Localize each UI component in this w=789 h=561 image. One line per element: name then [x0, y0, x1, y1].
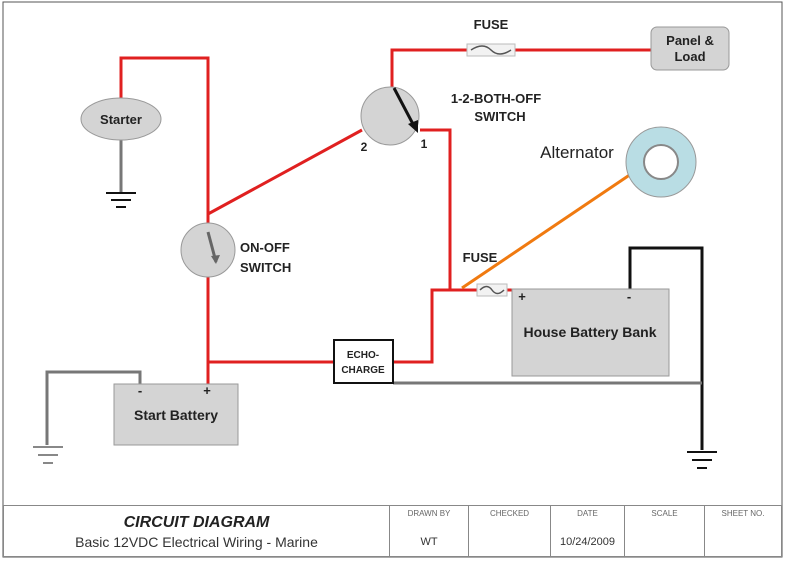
house-plus-label: +: [518, 289, 526, 304]
date-cell: DATE 10/24/2009: [551, 506, 625, 556]
fuse-top-label: FUSE: [474, 17, 509, 32]
start-battery-label: Start Battery: [134, 407, 218, 423]
fuse-icon: [466, 43, 516, 57]
date-value: 10/24/2009: [559, 536, 616, 548]
on-off-label-1: ON-OFF: [240, 240, 290, 255]
panel-load-label-1: Panel &: [666, 33, 714, 48]
scale-header: SCALE: [651, 509, 678, 518]
house-minus-label: -: [627, 289, 631, 304]
terminal-1-label: 1: [421, 137, 428, 151]
selector-label-2: SWITCH: [474, 109, 525, 124]
selector-switch: [360, 86, 420, 146]
switch1-wire: [420, 128, 452, 290]
drawn-by-cell: DRAWN BY WT: [390, 506, 469, 556]
fuse-icon: [476, 283, 508, 297]
alternator-core: [643, 144, 679, 180]
checked-header: CHECKED: [489, 509, 530, 518]
selector-switch-lever: [392, 87, 416, 127]
ground-icon: [687, 451, 717, 469]
selector-to-fuse-wire: [390, 48, 468, 92]
echo-to-house-wire: [393, 288, 478, 364]
ground-icon: [33, 446, 63, 464]
echo-charge-box: [333, 339, 394, 384]
fuse-house-label: FUSE: [463, 250, 498, 265]
on-off-label-2: SWITCH: [240, 260, 291, 275]
drawn-by-value: WT: [420, 536, 438, 548]
house-battery-box: [511, 288, 670, 377]
start-plus-label: +: [203, 383, 211, 398]
alternator-label: Alternator: [540, 143, 614, 162]
drawn-by-header: DRAWN BY: [407, 509, 451, 518]
diagram-subtitle: Basic 12VDC Electrical Wiring - Marine: [75, 534, 318, 550]
selector-label-1: 1-2-BOTH-OFF: [451, 91, 541, 106]
start-minus-label: -: [138, 383, 142, 398]
switch2-wire: [207, 128, 363, 216]
on-off-switch: [180, 222, 236, 278]
echo-charge-label-2: CHARGE: [341, 365, 385, 376]
starter-oval: [80, 97, 162, 141]
alternator-wire: [461, 170, 635, 290]
start-battery-ground-wire: [45, 370, 142, 445]
ground-icon: [106, 192, 136, 208]
scale-cell: SCALE: [625, 506, 705, 556]
sheet-no-cell: SHEET NO.: [705, 506, 781, 556]
selector-arrow-icon: [408, 120, 418, 133]
sheet-no-header: SHEET NO.: [721, 509, 765, 518]
title-block-main: CIRCUIT DIAGRAM Basic 12VDC Electrical W…: [4, 506, 390, 556]
on-off-arrow-icon: [211, 255, 220, 264]
house-ground-wire: [628, 246, 704, 450]
terminal-2-label: 2: [361, 140, 368, 154]
checked-cell: CHECKED: [469, 506, 551, 556]
panel-load-label-2: Load: [674, 49, 705, 64]
panel-load-box: [650, 26, 730, 71]
echo-charge-label-1: ECHO-: [347, 350, 379, 361]
starter-label: Starter: [100, 112, 142, 127]
date-header: DATE: [577, 509, 598, 518]
positive-wires: [119, 48, 651, 384]
house-battery-label: House Battery Bank: [523, 324, 656, 340]
start-battery-box: [113, 383, 239, 446]
title-block: CIRCUIT DIAGRAM Basic 12VDC Electrical W…: [3, 505, 782, 557]
starter-wire: [119, 56, 210, 228]
diagram-title: CIRCUIT DIAGRAM: [123, 514, 270, 531]
ground-wires: [45, 140, 704, 450]
